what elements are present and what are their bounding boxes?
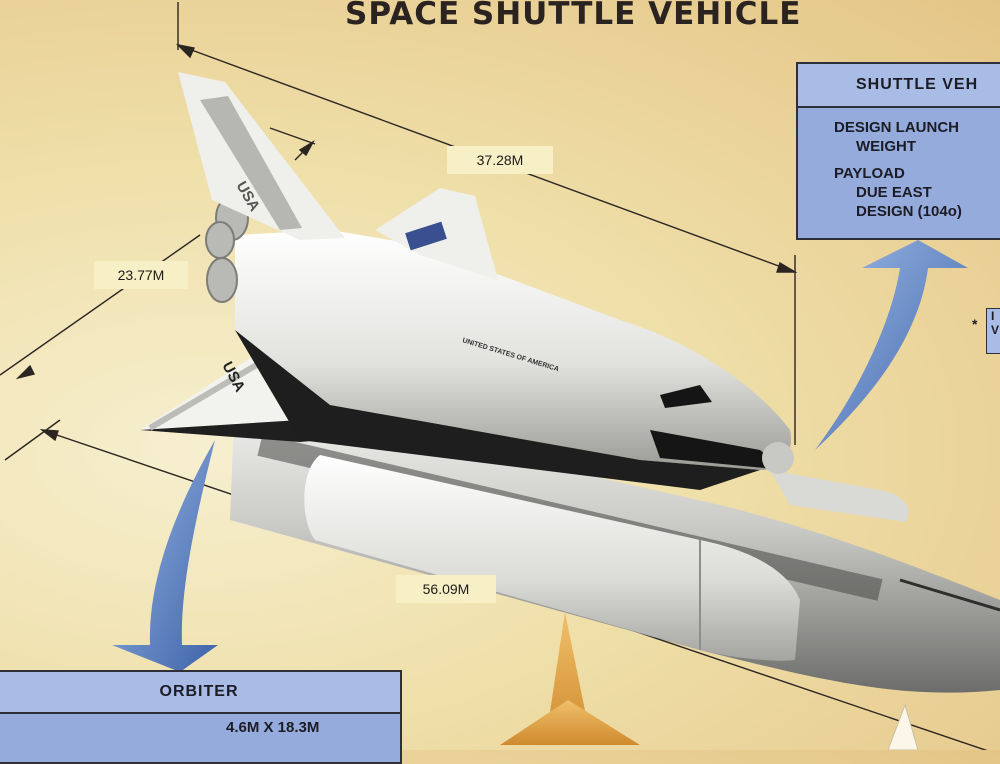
side-note-letter: V bbox=[991, 323, 1000, 337]
spec-row: DESIGN LAUNCH bbox=[834, 119, 960, 136]
shuttle-vehicle-heading: SHUTTLE VEH bbox=[798, 64, 1000, 108]
orbiter-length-label: 37.28M bbox=[447, 146, 553, 174]
shuttle-vehicle-specs: DESIGN LAUNCH WEIGHT PAYLOAD DUE EAST DE… bbox=[798, 108, 1000, 221]
solid-rocket-booster bbox=[304, 455, 800, 661]
wingspan-label: 23.77M bbox=[94, 261, 188, 289]
spec-row: DESIGN (104o) bbox=[856, 203, 962, 220]
spec-row: WEIGHT bbox=[856, 138, 916, 155]
overall-length-label: 56.09M bbox=[396, 575, 496, 603]
white-arrow-bottom-right bbox=[887, 703, 919, 750]
orbiter-panel: ORBITER 4.6M X 18.3M bbox=[0, 670, 402, 764]
shuttle-vehicle-panel: SHUTTLE VEH DESIGN LAUNCH WEIGHT PAYLOAD… bbox=[796, 62, 1000, 240]
blue-arrow-left bbox=[112, 440, 218, 672]
blue-arrow-right bbox=[815, 240, 968, 450]
orange-arrow-bottom bbox=[500, 612, 640, 745]
orbiter-dimensions: 4.6M X 18.3M bbox=[226, 719, 320, 736]
spec-row: DUE EAST bbox=[856, 184, 932, 201]
side-note-asterisk: * bbox=[972, 316, 978, 332]
solid-rocket-booster-upper bbox=[770, 470, 909, 522]
page-title: SPACE SHUTTLE VEHICLE bbox=[345, 0, 802, 32]
orbiter-tail bbox=[178, 72, 345, 240]
side-note-box: I V bbox=[986, 308, 1000, 354]
side-note-letter: I bbox=[991, 309, 995, 323]
orbiter-heading: ORBITER bbox=[0, 672, 400, 714]
orbiter-upper-wing bbox=[375, 188, 498, 280]
orbiter-fuselage bbox=[235, 230, 794, 490]
spec-row: PAYLOAD bbox=[834, 165, 905, 182]
